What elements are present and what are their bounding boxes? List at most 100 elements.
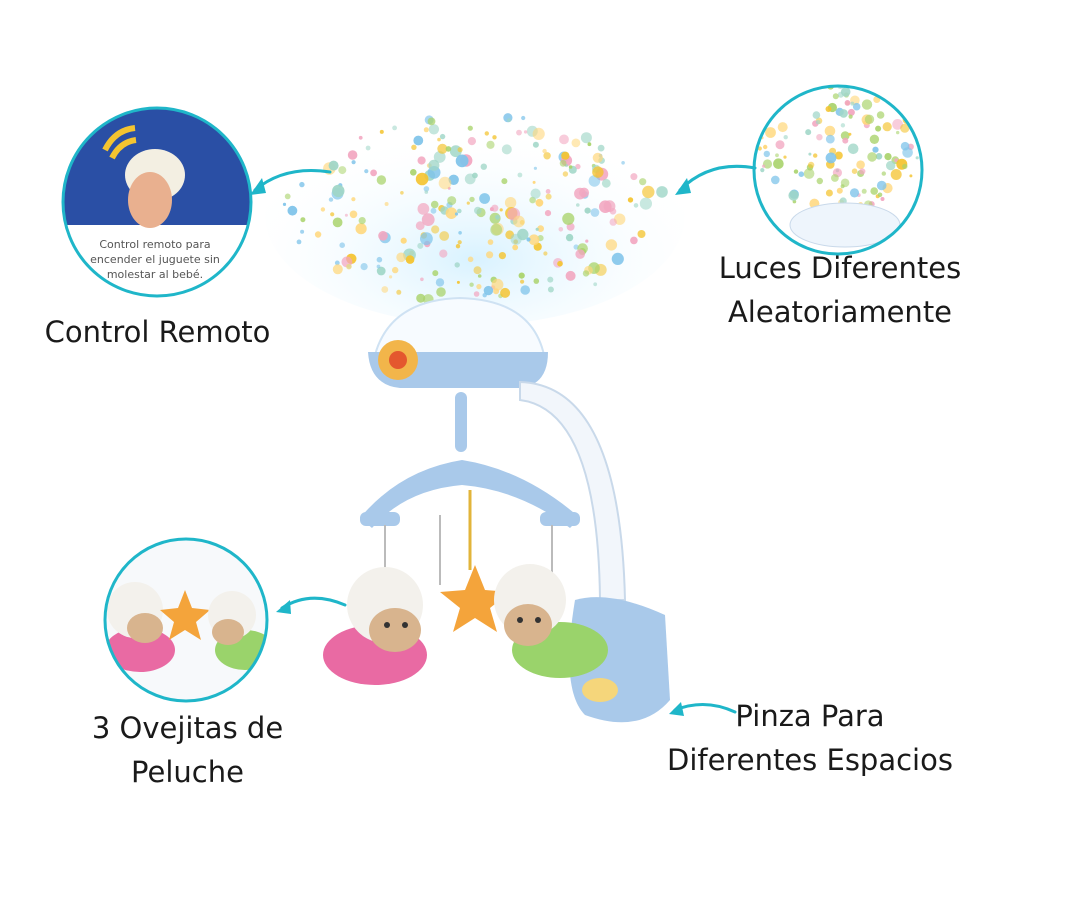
light-dot xyxy=(611,252,624,265)
light-dot xyxy=(559,159,567,167)
light-dot xyxy=(597,144,605,152)
light-dot xyxy=(859,168,866,175)
light-dot xyxy=(484,131,489,136)
light-dot xyxy=(332,264,343,275)
light-dot xyxy=(869,134,880,144)
light-dot xyxy=(392,125,397,131)
light-dot xyxy=(428,124,440,135)
mobile-arm xyxy=(519,380,627,601)
light-dot xyxy=(332,217,343,228)
remote-inset-text-3: molestar al bebé. xyxy=(107,268,203,281)
light-dot xyxy=(439,249,448,258)
light-dot xyxy=(365,145,371,151)
light-dot xyxy=(435,278,445,287)
light-dot xyxy=(547,276,554,283)
light-dot xyxy=(466,201,470,205)
light-dot xyxy=(332,184,345,198)
light-dot xyxy=(428,159,440,171)
light-dot xyxy=(900,141,910,151)
light-dot xyxy=(621,161,625,165)
light-dot xyxy=(532,141,539,148)
light-dot xyxy=(528,234,540,246)
label-ovejitas-line-2: Peluche xyxy=(131,755,244,789)
light-dot xyxy=(455,154,469,168)
light-dot xyxy=(547,286,554,293)
light-dot xyxy=(510,233,522,245)
light-dot xyxy=(400,191,404,195)
light-dot xyxy=(370,169,377,177)
light-dot xyxy=(630,236,638,245)
remote-inset-text-2: encender el juguete sin xyxy=(90,253,220,266)
light-dot xyxy=(474,206,482,215)
light-dot xyxy=(483,285,494,296)
light-dot xyxy=(576,203,580,207)
light-dot xyxy=(518,272,525,279)
light-dot xyxy=(876,180,887,191)
light-dot xyxy=(565,233,574,242)
light-dot xyxy=(587,142,592,147)
light-dot xyxy=(512,244,519,251)
light-dot xyxy=(815,119,821,125)
light-dot xyxy=(575,249,585,259)
light-dot xyxy=(415,172,429,186)
light-dot xyxy=(848,114,853,119)
light-dot xyxy=(532,180,536,184)
light-dot xyxy=(844,100,851,106)
light-dot xyxy=(870,187,878,195)
light-dot xyxy=(579,187,590,198)
light-dot xyxy=(358,135,363,140)
light-dot xyxy=(900,123,910,133)
light-dot xyxy=(423,186,430,192)
light-dot xyxy=(851,168,858,174)
light-dot xyxy=(896,130,900,135)
light-dot xyxy=(347,150,358,160)
light-dot xyxy=(376,175,387,185)
light-dot xyxy=(842,137,849,144)
light-dot xyxy=(490,223,503,236)
light-dot xyxy=(831,174,839,182)
light-dot xyxy=(433,151,446,163)
light-dot xyxy=(346,263,352,270)
light-dot xyxy=(300,229,305,234)
light-dot xyxy=(568,165,573,169)
light-dot xyxy=(840,123,846,128)
light-dot xyxy=(585,239,589,243)
light-dot xyxy=(915,156,919,160)
light-dot xyxy=(877,192,883,198)
light-dot xyxy=(836,187,843,194)
light-dot xyxy=(825,134,835,144)
light-dot xyxy=(491,278,504,291)
light-dot xyxy=(458,231,462,235)
clamp xyxy=(569,597,670,723)
light-dot xyxy=(582,270,590,277)
light-dot xyxy=(861,188,867,194)
light-dot xyxy=(805,129,812,136)
light-dot xyxy=(533,278,540,284)
sheep-green xyxy=(494,564,608,678)
light-dot xyxy=(400,237,407,244)
light-dot xyxy=(438,176,452,190)
light-dot xyxy=(584,207,591,214)
arrow-lights xyxy=(678,164,757,192)
light-dot xyxy=(788,190,799,201)
light-dot xyxy=(430,207,437,214)
light-dot xyxy=(543,251,548,256)
light-dot xyxy=(890,169,902,180)
light-dot xyxy=(775,153,779,158)
light-dot xyxy=(834,151,843,160)
light-dot xyxy=(296,239,302,245)
light-dot xyxy=(417,156,426,165)
light-dot xyxy=(501,178,508,185)
light-dot xyxy=(562,212,575,225)
light-dot xyxy=(487,239,494,245)
light-dot xyxy=(803,168,815,179)
light-dot xyxy=(872,146,879,153)
light-dot xyxy=(467,137,476,146)
light-dot xyxy=(338,166,347,175)
light-dot xyxy=(850,101,855,106)
light-dot xyxy=(376,266,386,276)
light-dot xyxy=(807,161,815,169)
sheep-inset xyxy=(105,539,267,701)
light-dot xyxy=(798,171,805,177)
light-dot xyxy=(384,202,389,206)
